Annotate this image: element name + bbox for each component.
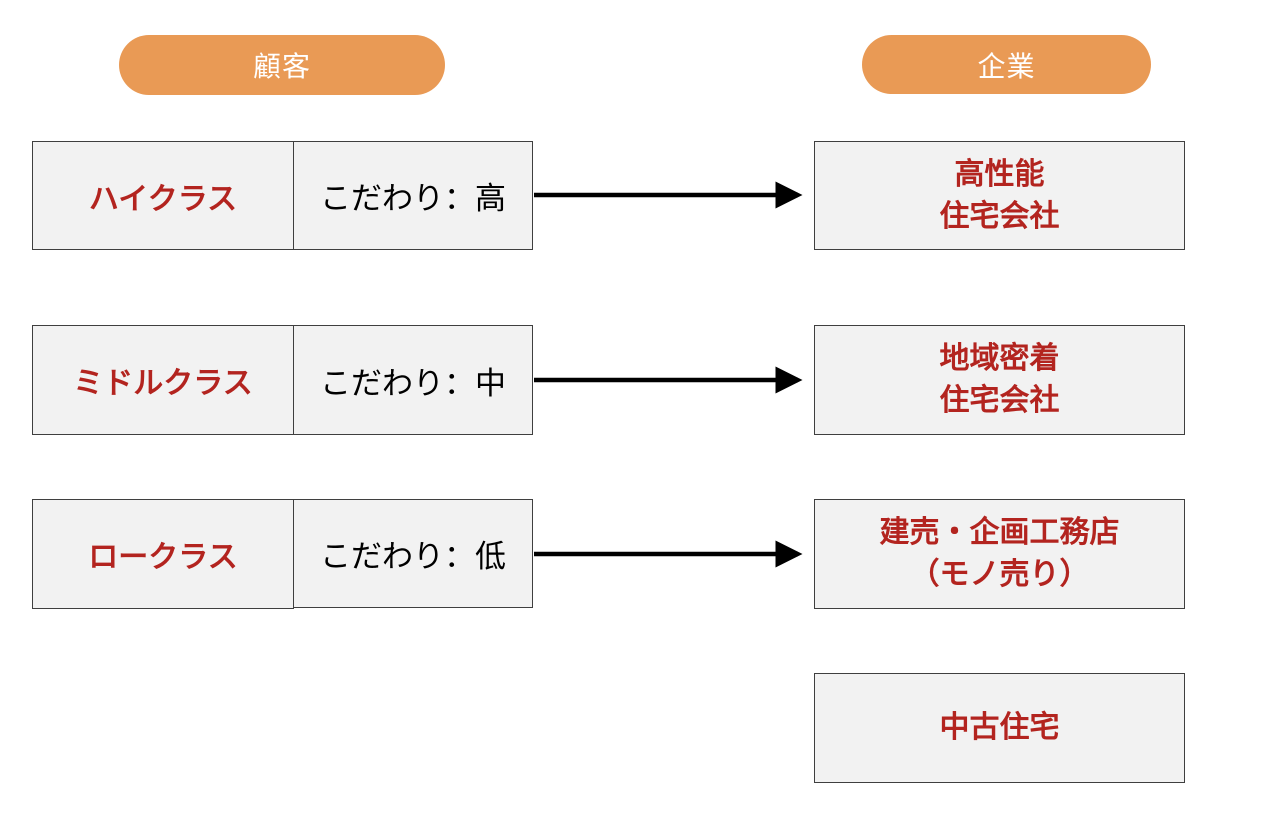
company-label-line1: 高性能 — [954, 156, 1045, 192]
company-box: 建売・企画工務店 （モノ売り） — [814, 499, 1185, 609]
preference-label: こだわり：中 — [320, 365, 506, 402]
preference-box: こだわり：低 — [293, 499, 533, 608]
customer-class-box: ロークラス — [32, 499, 294, 609]
company-header: 企業 — [862, 35, 1151, 94]
preference-label: こだわり：高 — [320, 181, 506, 217]
customer-class-label: ミドルクラス — [73, 366, 253, 401]
company-label-line1: 地域密着 — [939, 341, 1060, 376]
company-label-line2: 住宅会社 — [939, 383, 1060, 418]
company-header-label: 企業 — [977, 49, 1036, 83]
used-housing-label: 中古住宅 — [939, 710, 1060, 745]
preference-label: こだわり：低 — [320, 539, 506, 575]
company-box: 地域密着 住宅会社 — [814, 325, 1185, 435]
customer-class-box: ミドルクラス — [32, 325, 294, 435]
customer-header-label: 顧客 — [252, 50, 311, 83]
company-label-line1: 建売・企画工務店 — [879, 515, 1120, 550]
preference-box: こだわり：高 — [293, 141, 533, 250]
company-label-line2: （モノ売り） — [909, 557, 1090, 592]
customer-class-label: ロークラス — [88, 540, 238, 575]
company-label-line2: 住宅会社 — [939, 198, 1060, 234]
used-housing-box: 中古住宅 — [814, 673, 1185, 783]
customer-header: 顧客 — [119, 35, 445, 95]
customer-class-box: ハイクラス — [32, 141, 294, 250]
preference-box: こだわり：中 — [293, 325, 533, 435]
customer-class-label: ハイクラス — [88, 181, 238, 217]
company-box: 高性能 住宅会社 — [814, 141, 1185, 250]
